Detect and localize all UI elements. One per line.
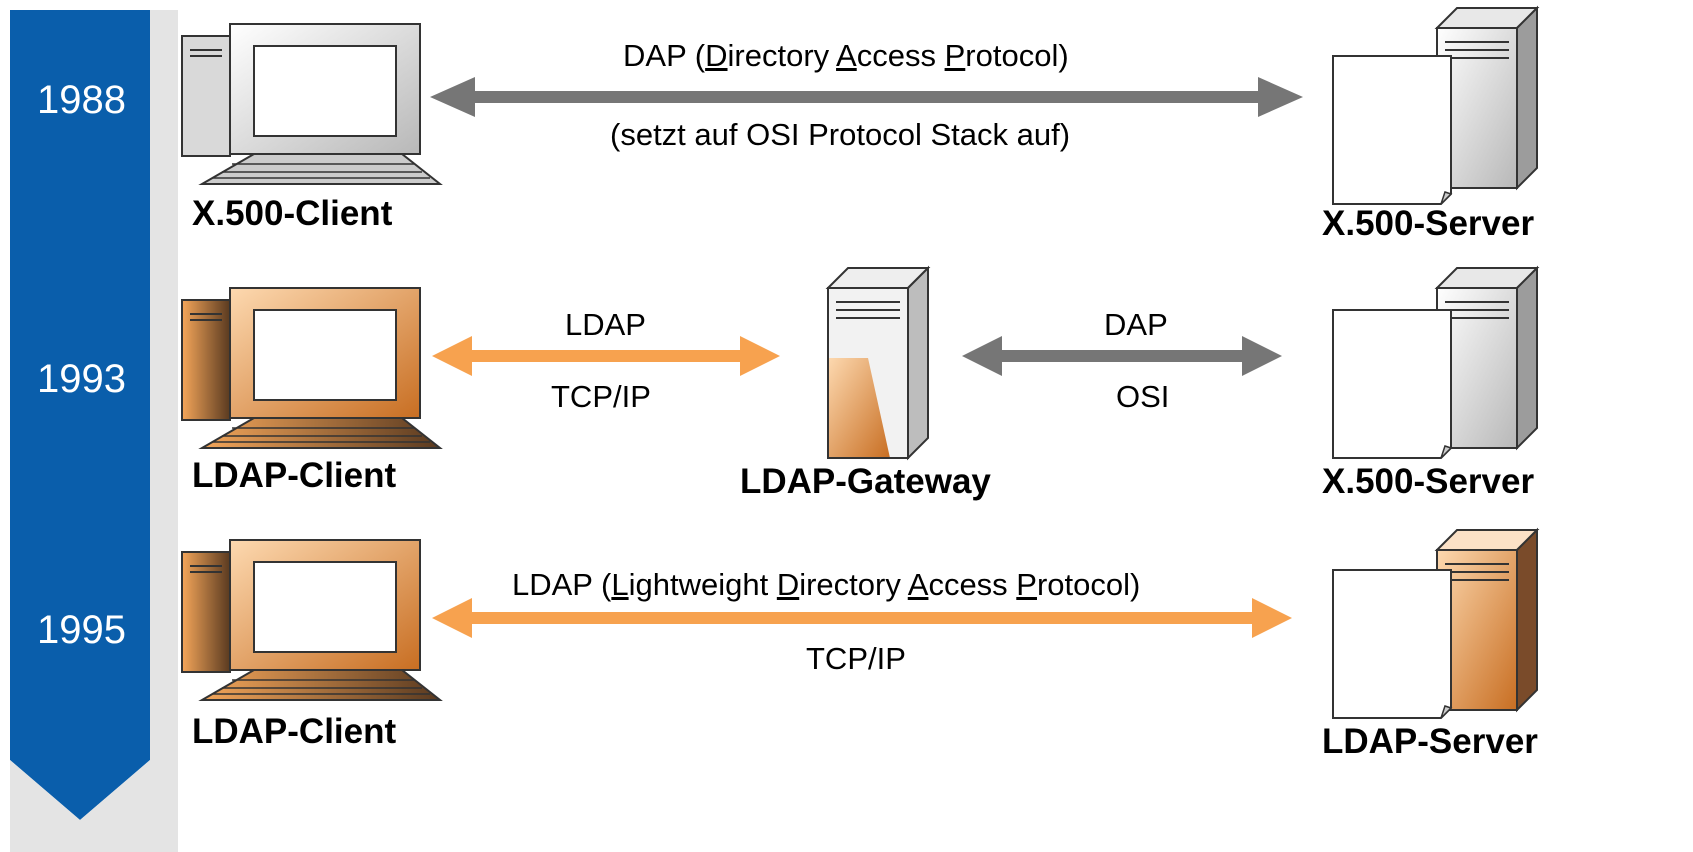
- dap-protocol-title: DAP (Directory Access Protocol): [623, 38, 1069, 73]
- dap-protocol-note: (setzt auf OSI Protocol Stack auf): [610, 117, 1071, 152]
- dap-arrow-1988: [430, 77, 1303, 117]
- ldap-arrow-1995: [432, 598, 1292, 638]
- ldap-server-label: LDAP-Server: [1322, 722, 1538, 761]
- ldap-link-bottom: TCP/IP: [551, 379, 651, 414]
- year-label: 1993: [37, 357, 126, 401]
- ldap-server-icon: [1332, 529, 1538, 719]
- x500-server-label: X.500-Server: [1322, 462, 1535, 501]
- x500-server-icon-1993: [1332, 267, 1538, 459]
- year-label: 1988: [37, 78, 126, 122]
- ldap-protocol-title: LDAP (Lightweight Directory Access Proto…: [512, 567, 1141, 602]
- ldap-link-top: LDAP: [565, 307, 646, 342]
- ldap-protocol-note: TCP/IP: [806, 641, 906, 676]
- ldap-gateway-server-icon: [827, 267, 929, 459]
- dap-link-bottom: OSI: [1116, 379, 1170, 414]
- timeline-bar: [10, 10, 178, 852]
- ldap-gateway-label: LDAP-Gateway: [740, 462, 991, 501]
- ldap-arrow-1993: [432, 336, 780, 376]
- dap-arrow-1993: [962, 336, 1282, 376]
- ldap-client-computer-icon-1995: [181, 539, 441, 701]
- x500-server-icon-1988: [1332, 7, 1538, 205]
- ldap-client-computer-icon-1993: [181, 287, 441, 449]
- ldap-client-label: LDAP-Client: [192, 456, 397, 495]
- x500-client-label: X.500-Client: [192, 194, 393, 233]
- dap-link-top: DAP: [1104, 307, 1168, 342]
- ldap-client-label: LDAP-Client: [192, 712, 397, 751]
- x500-client-computer-icon: [181, 23, 441, 185]
- x500-server-label: X.500-Server: [1322, 204, 1535, 243]
- year-label: 1995: [37, 608, 126, 652]
